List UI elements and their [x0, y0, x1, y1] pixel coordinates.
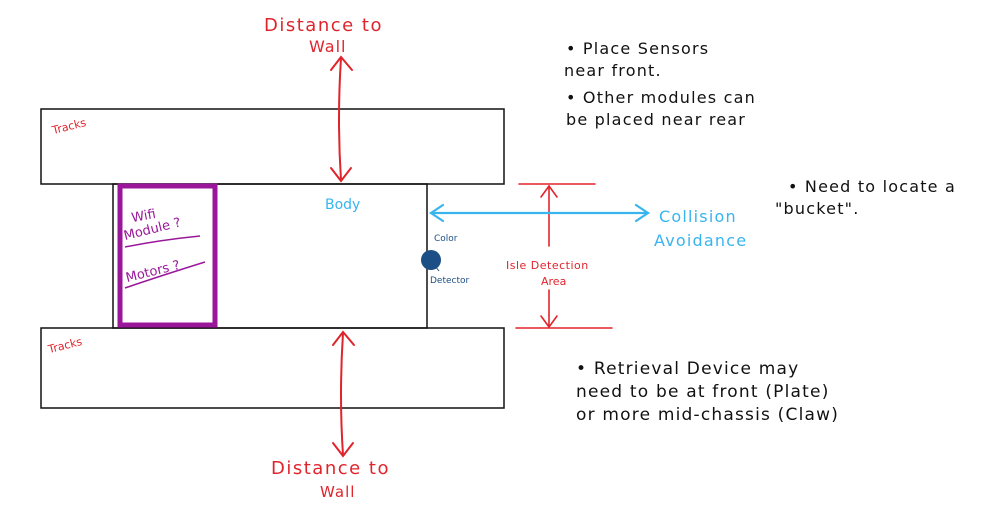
bottom-track — [40, 327, 505, 409]
distance-bottom-label-line1: Distance to — [271, 458, 390, 479]
color-detector-label-top: Color — [434, 234, 458, 244]
body-label: Body — [325, 197, 361, 213]
note-top-line-3: • Other modules can — [566, 88, 756, 108]
collision-label-line1: Collision — [659, 207, 737, 226]
distance-bottom-arrow — [332, 330, 355, 458]
note-bottom-line-2: need to be at front (Plate) — [576, 381, 830, 402]
isle-detection-label-line2: Area — [541, 275, 567, 288]
module-box — [117, 183, 218, 328]
distance-top-label-line2: Wall — [309, 37, 347, 56]
color-detector-leader — [434, 265, 440, 272]
isle-detection-bracket — [515, 183, 613, 329]
note-right-line-2: "bucket". — [775, 198, 860, 218]
module-underline-1 — [124, 235, 201, 248]
note-retrieval-device: • Retrieval Device may need to be at fro… — [576, 358, 839, 427]
distance-bottom-label-line2: Wall — [320, 483, 356, 501]
module-underline-2 — [124, 261, 206, 289]
collision-arrow — [429, 203, 650, 223]
chassis-body — [112, 183, 428, 329]
note-top-line-1: • Place Sensors — [566, 39, 710, 58]
note-bucket: • Need to locate a "bucket". — [775, 176, 956, 219]
distance-top-label-line1: Distance to — [264, 15, 383, 36]
color-detector-label-bottom: Detector — [430, 276, 470, 286]
isle-detection-label-line1: Isle Detection — [506, 259, 589, 272]
color-detector-icon — [421, 250, 441, 270]
note-bottom-line-3: or more mid-chassis (Claw) — [576, 404, 840, 425]
collision-label-line2: Avoidance — [654, 231, 748, 250]
note-top-line-2: near front. — [564, 60, 662, 80]
note-top-line-4: be placed near rear — [566, 109, 747, 129]
note-right-line-1: • Need to locate a — [788, 177, 957, 196]
note-bottom-line-1: • Retrieval Device may — [576, 359, 800, 379]
note-sensors-placement: • Place Sensors near front. • Other modu… — [564, 38, 756, 130]
top-track — [40, 108, 505, 185]
distance-top-arrow — [330, 55, 353, 183]
